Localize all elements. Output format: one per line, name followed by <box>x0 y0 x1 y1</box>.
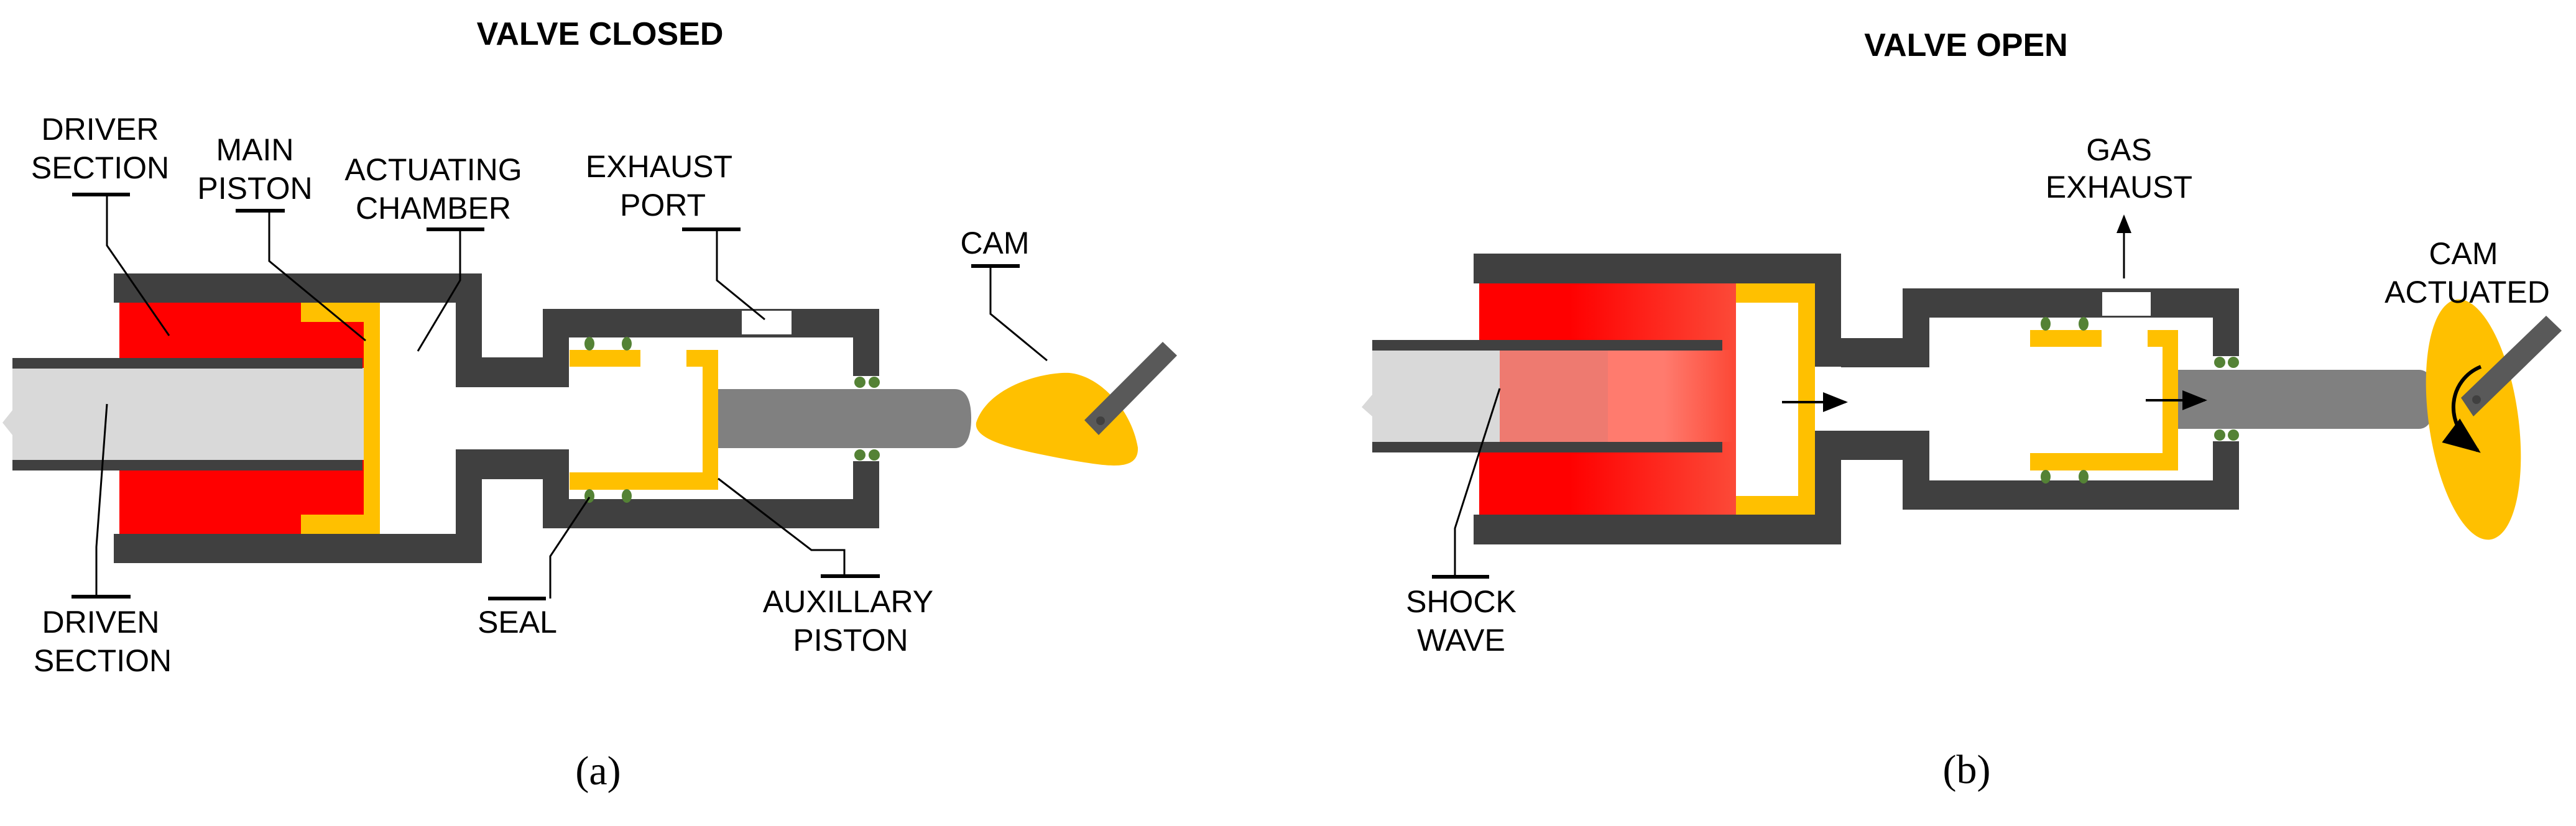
label-seal: SEAL <box>478 497 591 640</box>
cam-icon <box>2426 299 2521 540</box>
main-piston <box>301 303 380 534</box>
cam-icon <box>976 372 1138 466</box>
svg-text:EXHAUST: EXHAUST <box>2046 170 2192 204</box>
housing-step-bottom <box>456 449 482 563</box>
svg-text:SECTION: SECTION <box>34 643 172 678</box>
aux-chamber-left-top <box>1903 288 1929 367</box>
svg-text:EXHAUST: EXHAUST <box>586 149 732 184</box>
seal-icon <box>2041 470 2051 484</box>
seal-icon <box>2228 357 2239 368</box>
svg-text:SEAL: SEAL <box>478 605 557 640</box>
cam-pivot <box>1096 416 1105 425</box>
svg-text:PISTON: PISTON <box>793 623 908 658</box>
aux-chamber-bottom-wall <box>543 499 879 528</box>
seal-icon <box>584 489 594 503</box>
svg-text:PISTON: PISTON <box>197 171 312 206</box>
svg-text:CAM: CAM <box>2429 236 2498 271</box>
exhaust-port-opening <box>742 311 792 334</box>
label-cam: CAM <box>960 226 1048 362</box>
aux-chamber-right-bottom <box>2213 441 2239 510</box>
aux-chamber-right-top <box>853 309 879 376</box>
aux-chamber-bottom-wall <box>1903 480 2239 510</box>
aux-chamber-right-bottom <box>853 461 879 528</box>
seal-icon <box>2214 429 2225 441</box>
driven-tube-wall-top <box>1372 340 1722 351</box>
aux-chamber-top-wall <box>1903 288 2239 318</box>
exhaust-port-opening <box>2102 292 2151 316</box>
panel-b-caption: (b) <box>1943 747 1991 792</box>
seal-icon <box>854 377 866 388</box>
svg-text:MAIN: MAIN <box>216 132 294 167</box>
cam-pivot <box>2472 395 2481 404</box>
seal-icon <box>869 377 880 388</box>
housing-bottom-wall <box>114 534 482 563</box>
panel-valve-open: VALVE OPEN <box>1362 27 2562 792</box>
svg-text:CAM: CAM <box>960 226 1029 260</box>
driven-tube-wall-bottom <box>1372 442 1722 452</box>
seal-icon <box>2079 317 2089 331</box>
housing-step-top <box>456 273 482 387</box>
panel-b-title: VALVE OPEN <box>1864 27 2067 63</box>
housing-step-top <box>1815 254 1841 367</box>
driven-section-tube <box>2 368 364 460</box>
seal-icon <box>869 449 880 461</box>
seals <box>2041 317 2239 484</box>
seal-icon <box>2214 357 2225 368</box>
svg-text:WAVE: WAVE <box>1417 623 1505 658</box>
valve-rod <box>718 389 971 448</box>
housing-top-wall <box>1474 254 1841 283</box>
seal-icon <box>622 489 632 503</box>
cam-lever <box>1084 342 1177 435</box>
driven-tube-wall-top <box>12 358 362 369</box>
aux-chamber-right-top <box>2213 288 2239 356</box>
driven-tube-wall-bottom <box>12 460 362 470</box>
housing-top-wall <box>114 273 482 303</box>
shock-region-2 <box>1608 350 1732 442</box>
label-shock-wave: SHOCK WAVE <box>1406 388 1517 658</box>
main-piston <box>1736 283 1815 515</box>
label-exhaust-port: EXHAUST PORT <box>586 149 765 321</box>
aux-piston-top-bar <box>2030 330 2102 347</box>
aux-piston-body <box>2030 330 2178 470</box>
aux-piston-top-bar <box>570 350 640 367</box>
valve-rod <box>2178 370 2434 429</box>
housing-step-bottom <box>1815 431 1841 544</box>
aux-chamber-top-wall <box>543 309 879 337</box>
aux-piston-body <box>570 350 718 490</box>
svg-text:DRIVEN: DRIVEN <box>42 605 160 640</box>
panel-valve-closed: VALVE CLOSED <box>2 16 1177 794</box>
panel-a-caption: (a) <box>575 748 621 794</box>
label-cam-actuated: CAM ACTUATED <box>2384 236 2550 310</box>
shock-region-1 <box>1500 350 1608 442</box>
svg-text:CHAMBER: CHAMBER <box>356 191 511 226</box>
rotation-arrow-icon <box>2442 365 2482 453</box>
panel-a-title: VALVE CLOSED <box>477 16 724 52</box>
seal-icon <box>622 337 632 351</box>
svg-text:AUXILLARY: AUXILLARY <box>763 584 933 619</box>
label-driven-section: DRIVEN SECTION <box>34 403 172 678</box>
svg-text:GAS: GAS <box>2086 132 2152 167</box>
label-auxillary-piston: AUXILLARY PISTON <box>718 477 933 658</box>
cam-lever <box>2461 316 2562 416</box>
seal-icon <box>2079 470 2089 484</box>
seal-icon <box>584 337 594 351</box>
svg-text:DRIVER: DRIVER <box>42 112 159 147</box>
svg-text:SHOCK: SHOCK <box>1406 584 1517 619</box>
label-driver-section: DRIVER SECTION <box>31 112 170 336</box>
driven-section-tube <box>1362 350 1500 442</box>
aux-chamber-left-top <box>543 309 569 387</box>
label-main-piston: MAIN PISTON <box>197 132 366 342</box>
seal-icon <box>2228 429 2239 441</box>
label-gas-exhaust: GAS EXHAUST <box>2046 132 2192 204</box>
seal-icon <box>854 449 866 461</box>
svg-text:PORT: PORT <box>620 188 706 223</box>
seal-icon <box>2041 317 2051 331</box>
housing-bottom-wall <box>1474 515 1841 544</box>
svg-text:ACTUATING: ACTUATING <box>344 152 522 187</box>
label-actuating-chamber: ACTUATING CHAMBER <box>344 152 522 352</box>
svg-text:SECTION: SECTION <box>31 150 169 185</box>
svg-text:ACTUATED: ACTUATED <box>2384 275 2550 310</box>
